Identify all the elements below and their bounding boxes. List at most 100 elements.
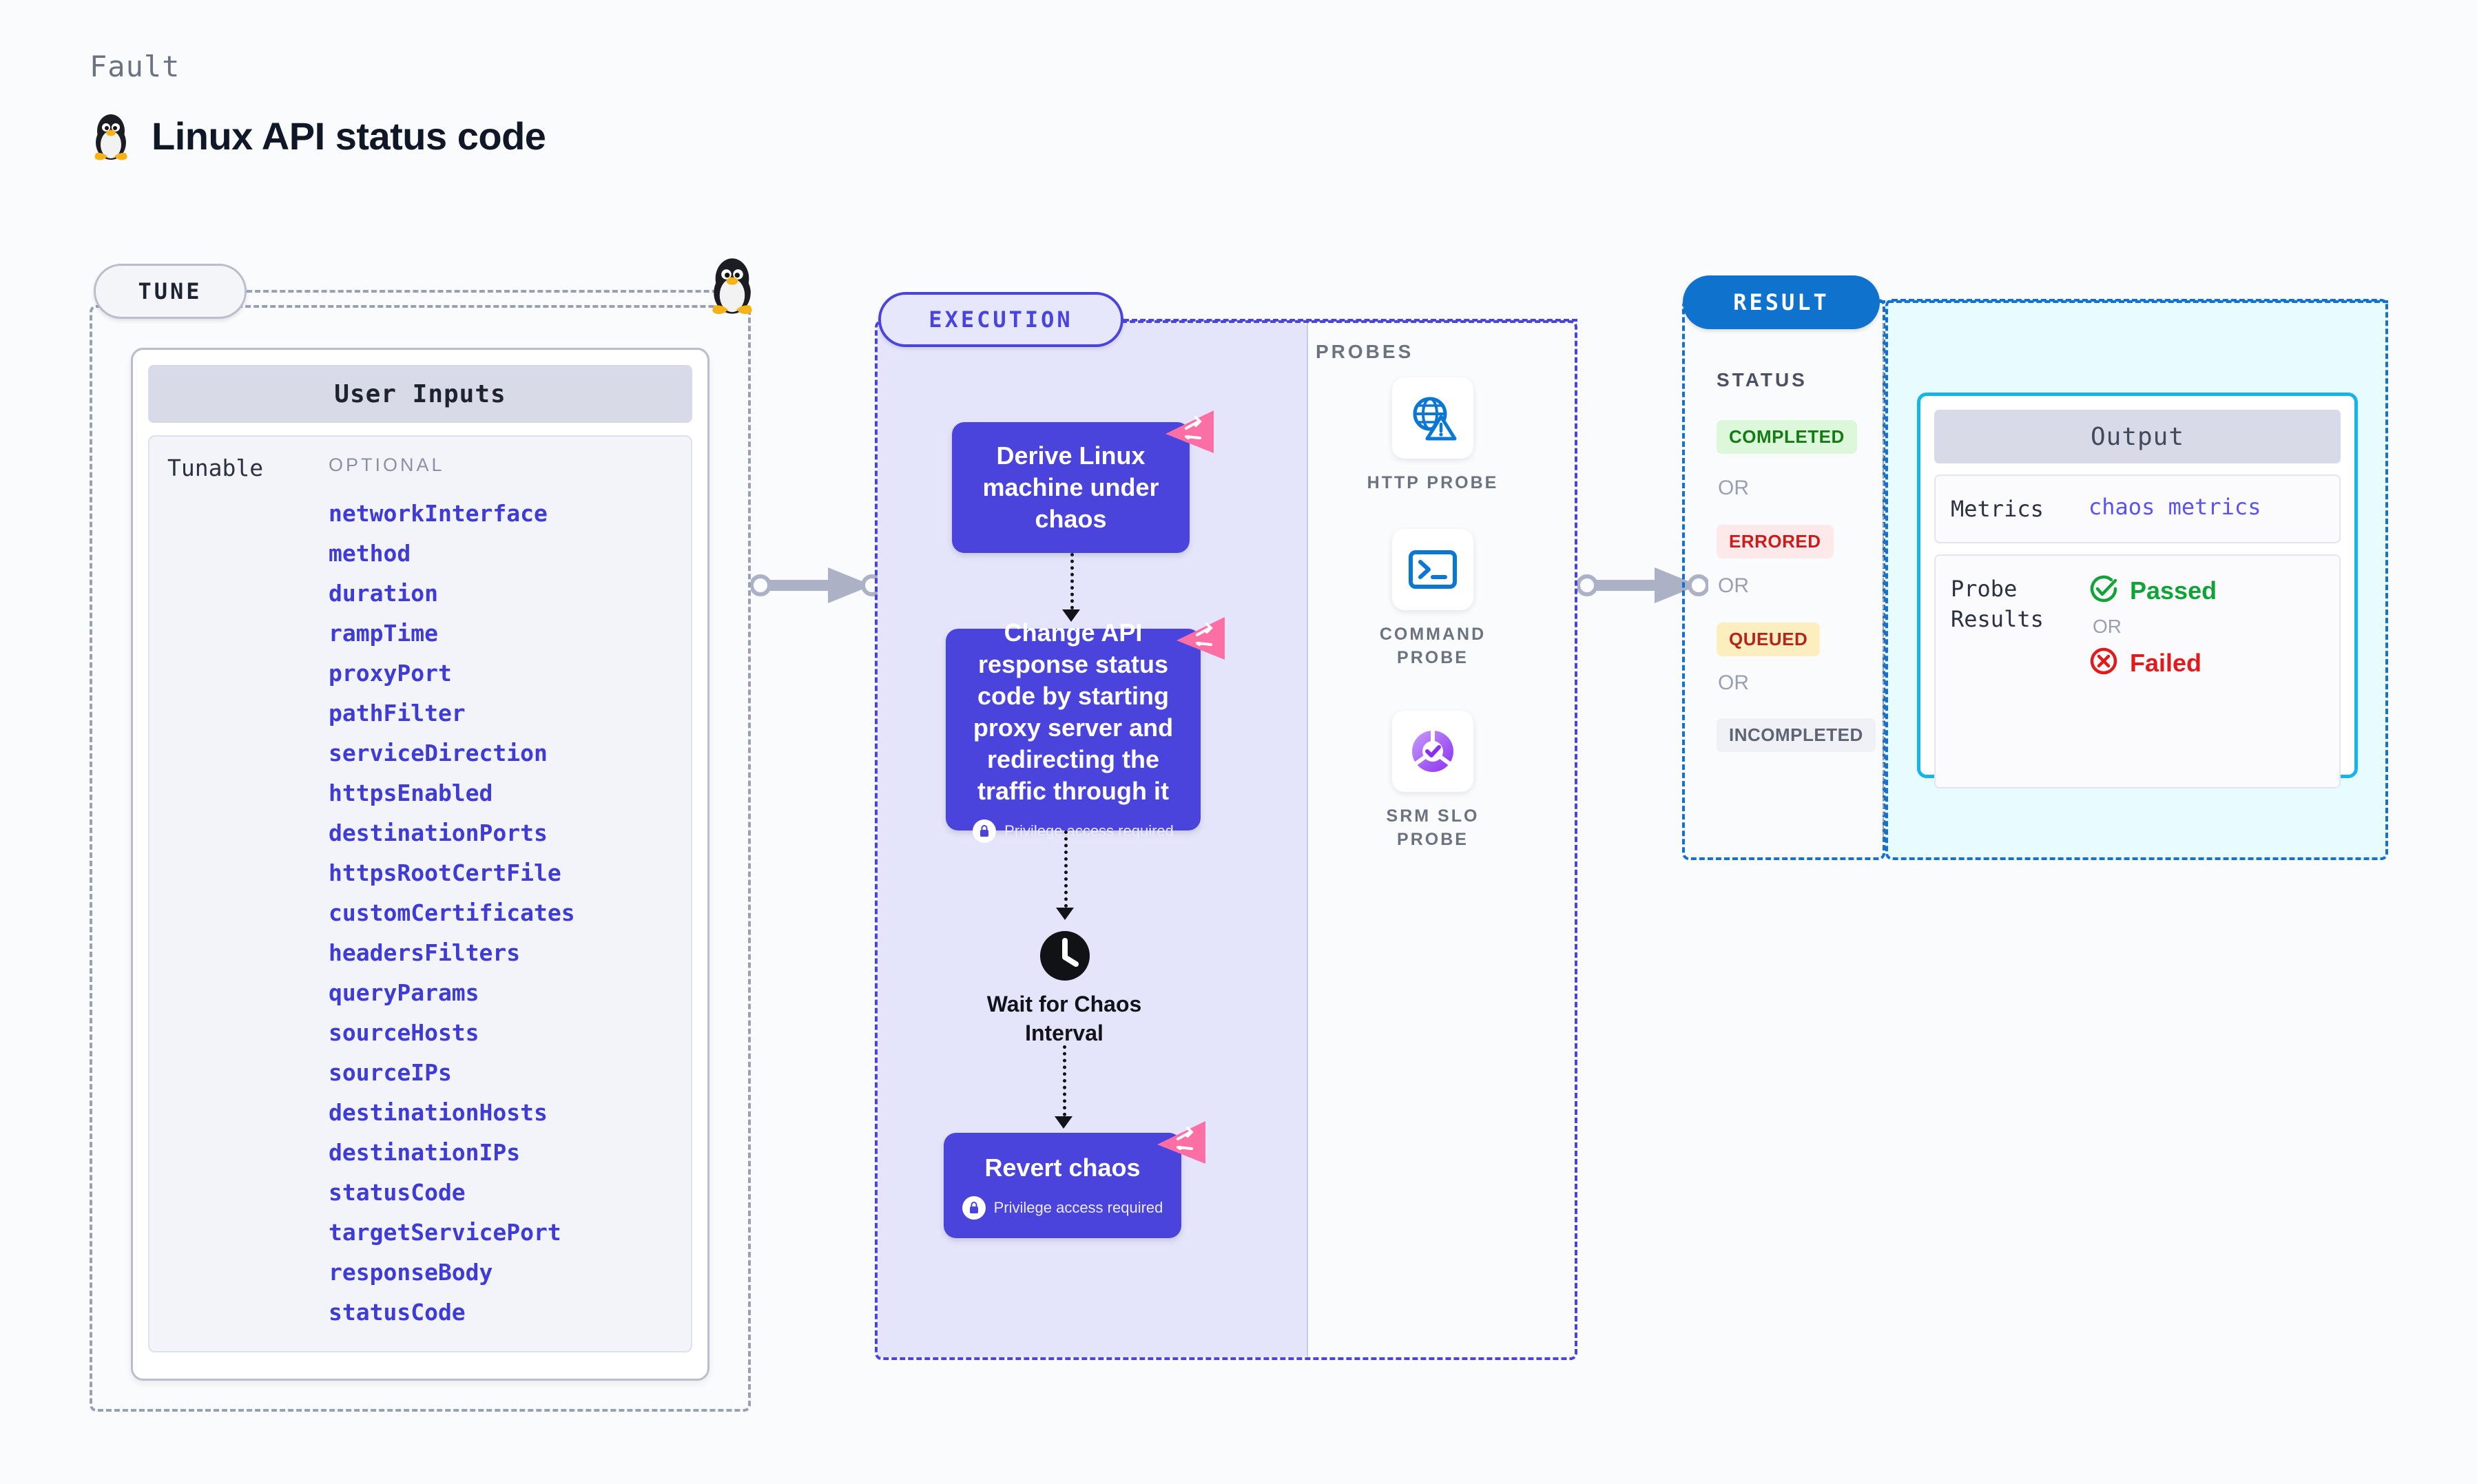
tunable-param[interactable]: rampTime xyxy=(329,620,438,647)
probe-label: SRM SLO PROBE xyxy=(1386,806,1480,849)
tunable-param[interactable]: queryParams xyxy=(329,979,479,1006)
execution-node-title: Change API response status code by start… xyxy=(973,618,1174,805)
tunable-param[interactable]: serviceDirection xyxy=(329,740,548,766)
flow-line-2 xyxy=(1064,830,1068,908)
probe-result-passed: Passed xyxy=(2089,574,2324,607)
tunable-param[interactable]: httpsRootCertFile xyxy=(329,859,561,886)
output-probe-results-key: Probe Results xyxy=(1951,576,2044,632)
tunable-param[interactable]: headersFilters xyxy=(329,939,521,966)
probe-result-failed: Failed xyxy=(2089,646,2324,680)
status-or-3: OR xyxy=(1718,671,1749,694)
tunable-group-label: Tunable xyxy=(167,454,264,481)
page-title-text: Linux API status code xyxy=(152,114,546,158)
tunable-params-column: OPTIONAL networkInterface method duration r… xyxy=(329,454,691,1351)
chaos-badge-icon xyxy=(1165,410,1214,453)
wait-clock-icon xyxy=(1020,930,1110,985)
output-probe-results-values: Passed OR Failed xyxy=(2089,574,2324,680)
tunable-param[interactable]: destinationHosts xyxy=(329,1099,548,1126)
execution-stage-boundary xyxy=(875,320,1577,1360)
probes-section-label: PROBES xyxy=(1316,341,1414,362)
linux-penguin-icon xyxy=(90,110,132,161)
chaos-badge-icon xyxy=(1157,1121,1205,1164)
probe-result-failed-label: Failed xyxy=(2130,648,2202,677)
wait-for-chaos-interval-label: Wait for Chaos Interval xyxy=(986,992,1142,1045)
user-inputs-title: User Inputs xyxy=(148,365,692,423)
optional-label: OPTIONAL xyxy=(329,454,445,475)
execution-dash-connector xyxy=(1123,319,1577,322)
globe-warning-icon xyxy=(1392,377,1473,459)
flow-arrow-2 xyxy=(1056,908,1074,920)
execution-node-revert-chaos[interactable]: Revert chaos Privilege access required xyxy=(944,1133,1181,1238)
status-or-1: OR xyxy=(1718,477,1749,499)
status-or-2: OR xyxy=(1718,574,1749,597)
tunable-param[interactable]: destinationPorts xyxy=(329,819,548,846)
linux-penguin-marker-icon xyxy=(706,253,758,319)
user-inputs-card: User Inputs Tunable OPTIONAL networkInte… xyxy=(131,348,709,1381)
fault-kicker: Fault xyxy=(90,50,180,83)
output-metrics-row: Metrics chaos metrics xyxy=(1934,474,2341,543)
lock-icon xyxy=(962,1195,986,1220)
probe-command[interactable]: COMMAND PROBE xyxy=(1360,529,1505,669)
tunable-param[interactable]: httpsEnabled xyxy=(329,780,493,806)
tunable-param[interactable]: sourceIPs xyxy=(329,1059,452,1086)
flow-line-3 xyxy=(1063,1045,1066,1116)
tunable-param[interactable]: method xyxy=(329,540,411,567)
tunable-param[interactable]: responseBody xyxy=(329,1259,493,1286)
tunable-param[interactable]: statusCode xyxy=(329,1179,466,1206)
slo-donut-check-icon xyxy=(1392,711,1473,792)
tunable-param[interactable]: destinationIPs xyxy=(329,1139,521,1166)
execution-node-title: Revert chaos xyxy=(984,1153,1141,1182)
tunable-param-list: networkInterface method duration rampTime pr… xyxy=(329,494,691,1333)
probe-http[interactable]: HTTP PROBE xyxy=(1360,377,1505,494)
probe-srm-slo[interactable]: SRM SLO PROBE xyxy=(1360,711,1505,851)
check-circle-icon xyxy=(2089,574,2119,607)
output-card: Output Metrics chaos metrics Probe Resul… xyxy=(1917,393,2358,788)
execution-node-title: Derive Linux machine under chaos xyxy=(982,441,1159,533)
privilege-access-label: Privilege access required xyxy=(1004,822,1174,839)
privilege-access-label: Privilege access required xyxy=(993,1198,1163,1216)
status-badge-errored: ERRORED xyxy=(1717,525,1834,558)
execution-stage-pill[interactable]: EXECUTION xyxy=(878,292,1123,347)
tune-stage-boundary xyxy=(90,305,751,1412)
arrow-tune-to-execution xyxy=(749,563,883,611)
x-circle-icon xyxy=(2089,646,2119,680)
result-stage-pill[interactable]: RESULT xyxy=(1683,275,1880,329)
status-section-label: STATUS xyxy=(1717,369,1807,390)
chaos-badge-icon xyxy=(1177,617,1225,660)
status-badge-incompleted: INCOMPLETED xyxy=(1717,718,1876,752)
privilege-access-badge: Privilege access required xyxy=(962,1195,1163,1220)
status-badge-queued: QUEUED xyxy=(1717,623,1821,656)
execution-node-derive-machine[interactable]: Derive Linux machine under chaos xyxy=(952,422,1190,553)
tunable-param[interactable]: customCertificates xyxy=(329,899,575,926)
tunable-param[interactable]: proxyPort xyxy=(329,660,452,687)
tune-stage-pill[interactable]: TUNE xyxy=(94,264,247,319)
flow-line-1 xyxy=(1070,553,1074,609)
execution-probes-divider xyxy=(1307,323,1308,1357)
tunable-param[interactable]: duration xyxy=(329,580,438,607)
probe-label: COMMAND PROBE xyxy=(1379,625,1486,667)
tunable-param[interactable]: networkInterface xyxy=(329,500,548,527)
page-title: Linux API status code xyxy=(90,110,546,161)
arrow-execution-to-result xyxy=(1576,563,1710,611)
output-metrics-key: Metrics xyxy=(1951,496,2044,522)
tunable-param[interactable]: sourceHosts xyxy=(329,1019,479,1046)
execution-node-change-status-code[interactable]: Change API response status code by start… xyxy=(946,618,1201,843)
result-dash-connector xyxy=(1880,300,2388,303)
privilege-access-badge: Privilege access required xyxy=(973,819,1174,843)
tunable-param[interactable]: statusCode xyxy=(329,1299,466,1326)
status-badge-completed: COMPLETED xyxy=(1717,420,1857,454)
probe-result-or: OR xyxy=(2093,616,2122,637)
user-inputs-body: Tunable OPTIONAL networkInterface method d… xyxy=(148,435,692,1352)
output-probe-results-row: Probe Results Passed OR xyxy=(1934,554,2341,788)
tune-dash-connector xyxy=(247,290,751,293)
lock-icon xyxy=(973,819,997,843)
output-card-title: Output xyxy=(1934,410,2341,463)
tunable-param[interactable]: pathFilter xyxy=(329,700,466,727)
terminal-icon xyxy=(1392,529,1473,610)
probe-label: HTTP PROBE xyxy=(1367,473,1499,492)
tunable-param[interactable]: targetServicePort xyxy=(329,1219,561,1246)
output-metrics-value[interactable]: chaos metrics xyxy=(2089,494,2261,520)
probe-result-passed-label: Passed xyxy=(2130,576,2217,605)
result-inner-divider xyxy=(1883,324,1884,836)
